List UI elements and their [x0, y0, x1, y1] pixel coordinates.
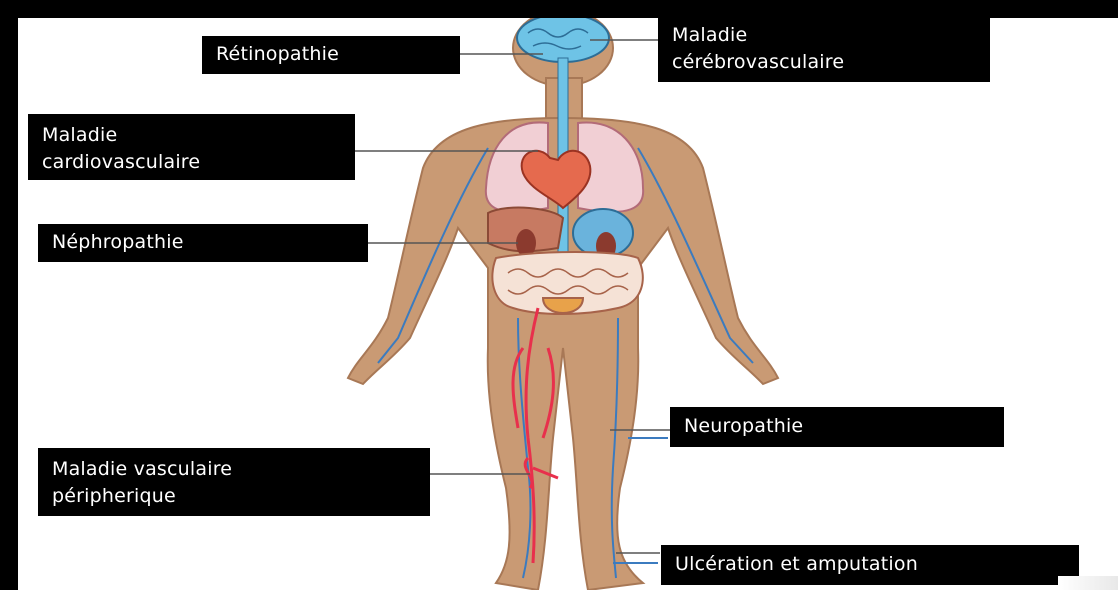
label-nephropathy: Néphropathie: [38, 224, 368, 262]
diagram-figure: Rétinopathie Maladie cérébrovasculaire M…: [18, 18, 1118, 590]
label-ulceration: Ulcération et amputation: [661, 545, 1079, 585]
label-retinopathy: Rétinopathie: [202, 36, 460, 74]
corner-fade: [1058, 576, 1118, 590]
label-neuropathy: Neuropathie: [670, 407, 1004, 447]
label-peripheral-vascular: Maladie vasculaire péripherique: [38, 448, 430, 516]
label-cerebrovascular: Maladie cérébrovasculaire: [658, 18, 990, 82]
label-cardiovascular: Maladie cardiovasculaire: [28, 114, 355, 180]
